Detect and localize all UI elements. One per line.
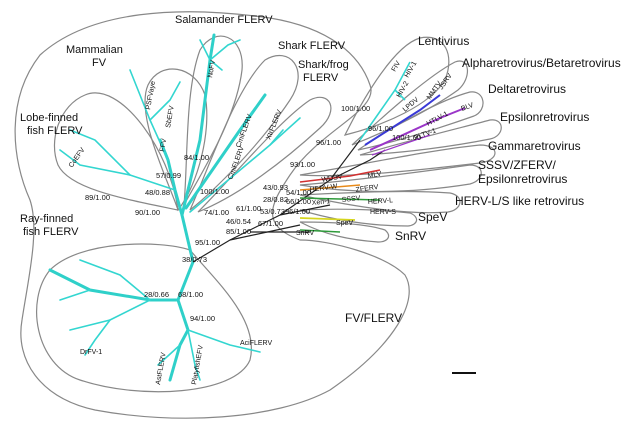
fv-flerv-hull	[14, 11, 410, 419]
leaf-cmi2: CmiFLERV	[227, 145, 246, 180]
bootstrap-57: 57/0.99	[156, 171, 181, 180]
leaf-aci: AciFLERV	[240, 340, 272, 347]
branches	[48, 33, 466, 382]
label-ray-2: fish FLERV	[23, 226, 79, 238]
leaf-hervs: HERV-S	[370, 209, 396, 216]
label-gammaretro: Gammaretrovirus	[488, 139, 581, 153]
label-snrv: SnRV	[395, 229, 426, 243]
mammalian-hull	[144, 68, 208, 212]
bootstrap-94: 94/1.00	[190, 314, 215, 323]
label-sssv-1: SSSV/ZFERV/	[478, 158, 556, 172]
bootstrap-74: 74/1.00	[204, 208, 229, 217]
leaf-mlv: MLV	[367, 171, 382, 180]
bootstrap-46: 46/0.54	[226, 217, 251, 226]
bootstrap-53: 53/0.73	[260, 207, 285, 216]
label-epsilonretro: Epsilonretrovirus	[500, 110, 589, 124]
leaf-snrv: SnRV	[296, 230, 314, 237]
label-lentivirus: Lentivirus	[418, 34, 469, 48]
label-sssv-2: Epsilonretrovirus	[478, 172, 567, 186]
lobe-finned-hull	[53, 92, 179, 211]
clade-labels: Salamander FLERV Mammalian FV Shark FLER…	[20, 14, 621, 325]
bootstrap-100a: 100/1.00	[200, 187, 229, 196]
lentivirus-hull	[343, 36, 450, 136]
bootstrap-61: 61/1.00	[236, 204, 261, 213]
bootstrap-43: 43/0.93	[263, 183, 288, 192]
label-ray-1: Ray-finned	[20, 213, 73, 225]
bootstrap-66: 66/1.00	[286, 197, 311, 206]
leaf-wdsv: WDSV	[321, 173, 343, 184]
spev-hull	[299, 208, 418, 227]
bootstrap-38: 38/0.73	[182, 255, 207, 264]
label-lobe-1: Lobe-finned	[20, 112, 78, 124]
bootstrap-96a: 96/1.00	[368, 124, 393, 133]
deltaretro-hull	[357, 91, 484, 151]
leaf-nofv: NoFV	[207, 59, 217, 78]
leaf-hervw: HERV-W	[309, 183, 338, 194]
leaf-spev: SpeV	[336, 220, 353, 227]
leaf-fiv: FIV	[391, 60, 403, 73]
leaf-ffv: FFV	[159, 138, 168, 153]
leaf-xen: Xen-1	[311, 198, 330, 207]
bootstrap-93: 93/1.00	[290, 160, 315, 169]
label-shark: Shark FLERV	[278, 40, 346, 52]
bootstrap-95: 95/1.00	[195, 238, 220, 247]
leaf-hervl: HERV-L	[368, 197, 394, 206]
label-mammalian-1: Mammalian	[66, 44, 123, 56]
bootstrap-28b: 28/0.82	[263, 195, 288, 204]
label-spev: SpeV	[418, 210, 447, 224]
salamander-hull	[183, 35, 243, 206]
bootstrap-84: 84/1.00	[184, 153, 209, 162]
label-herv-ls: HERV-L/S like retrovirus	[455, 194, 584, 208]
bootstrap-89: 89/1.00	[85, 193, 110, 202]
leaf-psfv: PSFVaye	[145, 80, 157, 110]
bootstrap-67: 67/1.00	[258, 219, 283, 228]
label-alpharetro: Alpharetrovirus/Betaretrovirus	[462, 56, 621, 70]
label-salamander: Salamander FLERV	[175, 14, 273, 26]
bootstrap-28a: 28/0.66	[144, 290, 169, 299]
leaf-zferv: ZFERV	[355, 184, 379, 194]
bootstrap-100c: 100/1.00	[392, 133, 421, 142]
label-mammalian-2: FV	[92, 57, 107, 69]
bootstrap-48: 48/0.88	[145, 188, 170, 197]
bootstrap-68: 68/1.00	[178, 290, 203, 299]
ray-finned-hull	[36, 243, 252, 393]
leaf-sbefv: SbEFV	[165, 105, 176, 128]
label-deltaretro: Deltaretrovirus	[488, 82, 566, 96]
shark-hull	[189, 54, 299, 211]
bootstrap-96c: 96/1.00	[285, 207, 310, 216]
bootstrap-85: 85/1.00	[226, 227, 251, 236]
leaf-jsrv: JSRV	[438, 72, 454, 91]
bootstrap-labels: 84/1.00 57/0.99 48/0.88 89/1.00 90/1.00 …	[85, 104, 421, 323]
gammaretro-hull	[299, 144, 496, 177]
bootstrap-54: 54/1.00	[286, 188, 311, 197]
leaf-blv: BLV	[460, 102, 475, 113]
label-lobe-2: fish FLERV	[27, 125, 83, 137]
shark-frog-hull	[197, 96, 332, 213]
label-shark-frog-2: FLERV	[303, 72, 339, 84]
leaf-astflerv: AstFLERV	[155, 352, 168, 386]
bootstrap-90: 90/1.00	[135, 208, 160, 217]
bootstrap-96b: 96/1.00	[316, 138, 341, 147]
leaf-platyfish: PlatyfishEFV	[191, 344, 205, 385]
label-shark-frog-1: Shark/frog	[298, 59, 349, 71]
herv-hull	[299, 190, 461, 214]
leaf-drfv: DrFV-1	[80, 349, 102, 356]
bootstrap-100b: 100/1.00	[341, 104, 370, 113]
leaf-sssv: SSSV	[341, 195, 361, 204]
label-fv-flerv: FV/FLERV	[345, 311, 402, 325]
snrv-hull	[299, 221, 390, 243]
